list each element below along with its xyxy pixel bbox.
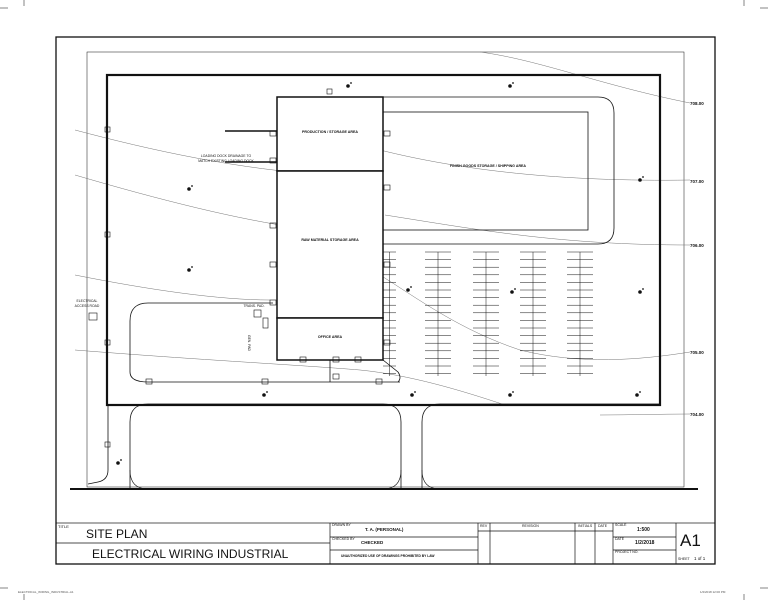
light-pole-icon xyxy=(508,391,514,397)
light-pole-icon xyxy=(116,459,122,465)
finish-area-label: FINISH GOODS STORAGE / SHIPPING AREA xyxy=(450,164,526,168)
rev-label: REV xyxy=(480,524,488,528)
light-pole-icon xyxy=(508,82,514,88)
production-area-block xyxy=(276,96,384,172)
light-pole-icon xyxy=(510,288,516,294)
sheet-title: SITE PLAN xyxy=(86,527,148,541)
sheet-border xyxy=(55,36,716,565)
drawing-note: UNAUTHORIZED USE OF DRAWINGS PROHIBITED … xyxy=(341,554,435,558)
sheet-label: SHEET xyxy=(678,557,690,561)
driveway-loop xyxy=(129,302,400,383)
date-value: 1/2/2018 xyxy=(635,540,655,546)
sheet-of: 1 of 1 xyxy=(694,556,706,561)
notes: LOADING DOCK DRAINAGE TO MATCH EXISTING … xyxy=(75,154,265,352)
footer-right-stamp: 1/2/2018 12:00 PM xyxy=(700,590,726,594)
lower-island-right xyxy=(421,403,660,489)
light-pole-icon xyxy=(410,391,416,397)
building xyxy=(276,96,384,361)
contour-label: 705.00 xyxy=(690,350,704,355)
title-block xyxy=(55,522,716,565)
contour-label: 707.00 xyxy=(690,179,704,184)
generator-label: GEN. PAD xyxy=(247,335,251,352)
title-label: TITLE xyxy=(58,524,69,529)
contour-labels: 708.00 707.00 706.00 705.00 704.00 xyxy=(690,101,704,417)
parking-stalls xyxy=(383,251,593,376)
loading-dock-lines xyxy=(225,130,277,163)
footer-left-stamp: ELECTRICAL_WIRING_INDUSTRIAL-A1 xyxy=(18,590,74,594)
contour-label: 704.00 xyxy=(690,412,704,417)
contour-label: 708.00 xyxy=(690,101,704,106)
contour-label: 706.00 xyxy=(690,243,704,248)
area-labels: PRODUCTION / STORAGE AREA FINISH GOODS S… xyxy=(301,130,526,339)
electrical-entry-2: ACCESS ROAD xyxy=(75,304,100,308)
project-no-label: PROJECT NO. xyxy=(615,550,639,554)
light-pole-icon xyxy=(406,286,412,292)
storage-area-block xyxy=(276,170,384,319)
site-boundary xyxy=(105,73,662,407)
office-area-block xyxy=(276,317,384,361)
light-pole-icon xyxy=(635,391,641,397)
scale-label: SCALE xyxy=(615,523,627,527)
scale-value: 1:500 xyxy=(637,527,650,533)
initials-label: INITIALS xyxy=(578,524,593,528)
light-pole-icon xyxy=(638,176,644,182)
drawn-by-label: DRAWN BY xyxy=(332,523,351,527)
checked-by-label: CHECKED BY xyxy=(332,537,355,541)
finish-area-outline xyxy=(383,96,615,245)
loading-note-1: LOADING DOCK DRAINAGE TO xyxy=(201,154,252,158)
light-pole-icon xyxy=(187,185,193,191)
trans-pad-label: TRANS. PAD. xyxy=(243,304,264,308)
date-col-label: DATE xyxy=(598,524,608,528)
project-name: ELECTRICAL WIRING INDUSTRIAL xyxy=(92,547,289,561)
finish-area-inner xyxy=(382,111,589,231)
service-points xyxy=(88,88,391,448)
production-area-label: PRODUCTION / STORAGE AREA xyxy=(302,130,358,134)
office-area-label: OFFICE AREA xyxy=(318,335,343,339)
light-pole-icon xyxy=(638,288,644,294)
date-label: DATE xyxy=(615,537,625,541)
sheet-number: A1 xyxy=(680,531,701,550)
drawn-by: T. A. (PERSONAL) xyxy=(365,527,404,532)
revision-label: REVISION xyxy=(522,524,539,528)
storage-area-label: RAW MATERIAL STORAGE AREA xyxy=(301,238,359,242)
light-poles xyxy=(116,82,644,465)
light-pole-icon xyxy=(346,82,352,88)
checked-by: CHECKED xyxy=(361,540,384,545)
lower-island-left xyxy=(129,403,402,489)
property-line xyxy=(86,51,685,488)
light-pole-icon xyxy=(262,391,268,397)
loading-note-2: MATCH EXISTING LOADING DOCK xyxy=(198,159,254,163)
light-pole-icon xyxy=(187,266,193,272)
electrical-entry-1: ELECTRICAL xyxy=(77,299,98,303)
